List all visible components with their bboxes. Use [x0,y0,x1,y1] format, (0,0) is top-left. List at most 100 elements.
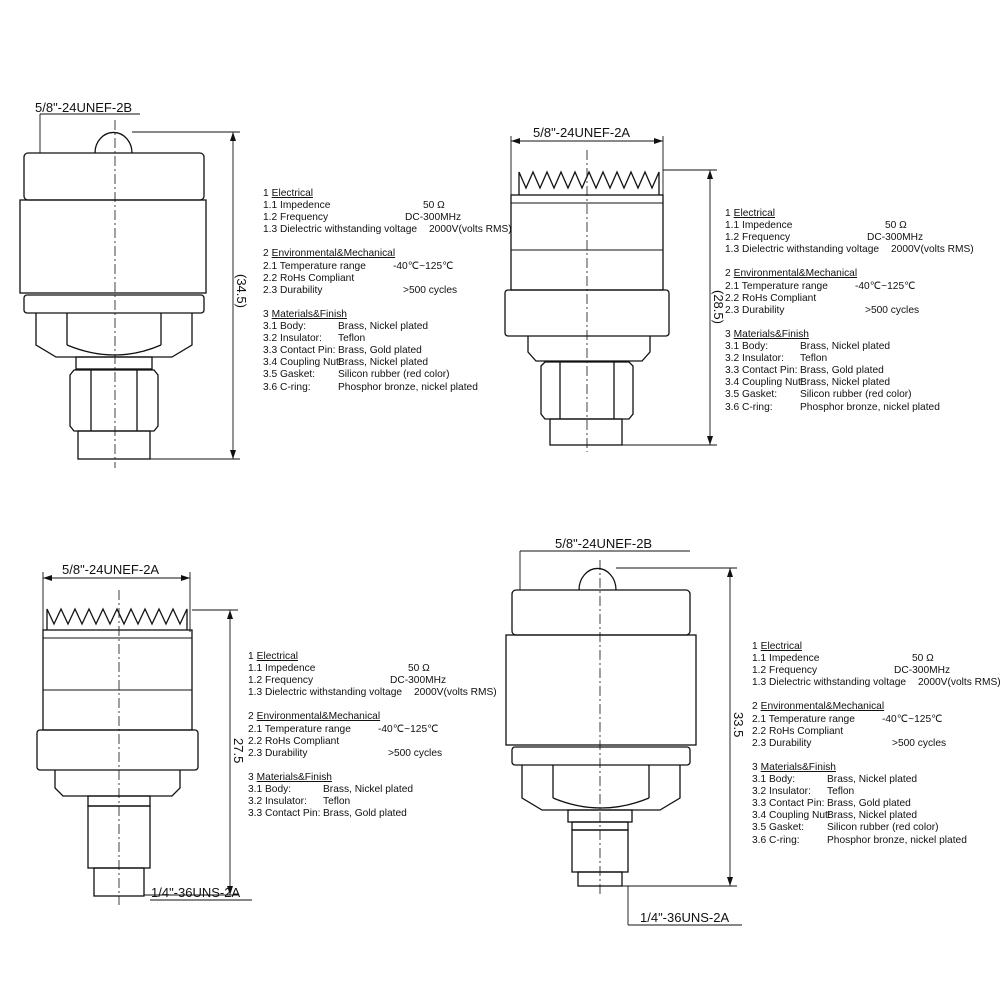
spec-label: 3.6 C-ring: [725,401,773,413]
spec-value: 50 Ω [912,653,934,665]
spec-value: DC-300MHz [894,665,951,677]
spec-label: 1.3 Dielectric withstanding voltage [725,244,880,256]
spec-label: 3.1 Body: [263,321,307,333]
section-title: Materials&Finish [760,761,836,773]
spec-label: 1.2 Frequency [752,665,818,677]
spec-label: 1.1 Impedence [725,220,793,232]
spec-value: 2000V(volts RMS) [414,687,497,699]
spec-row: 2.1 Temperature range-40℃~125℃ [248,723,439,736]
section-number: 1 [752,641,758,652]
spec-value: 50 Ω [885,220,907,232]
spec-row: 2.3 Durability>500 cycles [263,284,457,297]
spec-label: 2.3 Durability [263,284,323,296]
spec-label: 3.1 Body: [725,341,769,353]
spec-label: 3.2 Insulator: [263,333,322,345]
spec-row: 2.2 RoHs Compliant [248,736,402,748]
section-title: Environmental&Mechanical [760,701,885,713]
connector-drawing-1: 5/8"-24UNEF-2B (34.5) [19,100,249,468]
spec-row: 3.5 Gasket:Silicon rubber (red color) [752,822,939,834]
spec-row: 2.1 Temperature range -40℃~125℃ [725,280,916,293]
section-title: Electrical [256,651,298,662]
spec-value: Brass, Nickel plated [827,774,918,786]
spec-row: 3.6 C-ring:Phosphor bronze, nickel plate… [263,382,478,394]
spec-label: 3.5 Gasket: [752,822,805,834]
pin-thread-label: 1/4"-36UNS-2A [151,885,240,900]
spec-value: -40℃~125℃ [855,280,916,292]
spec-label: 3.4 Coupling Nut: [725,377,804,389]
length-dimension: (34.5) [234,274,249,308]
section-title: Electrical [271,188,313,199]
spec-value: 50 Ω [423,200,445,212]
spec-row: 3.1 Body:Brass, Nickel plated [248,784,413,796]
section-number: 3 [263,308,269,320]
spec-row: 1.1 Impedence 50 Ω [725,220,907,232]
spec-row: 3.5 Gasket:Silicon rubber (red color) [263,369,450,381]
section-number: 3 [248,771,254,783]
spec-label: 3.3 Contact Pin: [752,798,825,810]
length-dimension: 27.5 [231,738,246,763]
spec-value: Phosphor bronze, nickel plated [827,834,967,846]
spec-row: 3.4 Coupling Nut:Brass, Nickel plated [725,377,890,389]
spec-row: 1.1 Impedence 50 Ω [752,653,934,665]
section-number: 3 [725,328,731,340]
spec-label: 3.3 Contact Pin: [248,808,321,820]
spec-label: 2.3 Durability [752,737,812,749]
spec-label: 1.1 Impedence [752,653,820,665]
spec-value: Brass, Nickel plated [800,341,891,353]
spec-row: 2.2 RoHs Compliant [263,273,417,285]
section-number: 2 [725,268,731,280]
spec-value: Brass, Gold plated [827,798,911,810]
spec-label: 2.1 Temperature range [248,723,351,735]
section-title: Environmental&Mechanical [271,248,396,260]
spec-value: Brass, Gold plated [323,808,407,820]
section-title: Electrical [760,641,802,652]
spec-label: 1.3 Dielectric withstanding voltage [248,687,403,699]
spec-row: 2.2 RoHs Compliant [725,293,879,305]
spec-row: 3.2 Insulator:Teflon [752,786,906,798]
spec-label: 3.2 Insulator: [725,353,784,365]
spec-row: 3.1 Body:Brass, Nickel plated [752,774,917,786]
spec-label: 3.6 C-ring: [752,834,800,846]
connector-drawing-4: 5/8"-24UNEF-2B 33.5 1/4"-36UNS-2A [505,536,746,926]
spec-value: Phosphor bronze, nickel plated [338,381,478,393]
spec-value: Silicon rubber (red color) [800,389,912,401]
spec-label: 2.1 Temperature range [725,280,828,292]
spec-value: 2000V(volts RMS) [918,677,1000,689]
spec-value: Brass, Gold plated [338,345,422,357]
spec-label: 3.2 Insulator: [248,796,307,808]
spec-row: 3.2 Insulator:Teflon [725,353,879,365]
spec-label: 2.1 Temperature range [263,260,366,272]
section-number: 1 [263,188,269,199]
spec-label: 3.4 Coupling Nut: [263,357,342,369]
spec-label: 3.4 Coupling Nut: [752,810,831,822]
section-number: 2 [248,711,254,723]
length-dimension: (28.5) [711,290,726,324]
thread-label: 5/8"-24UNEF-2A [62,562,159,577]
section-title: Electrical [733,208,775,219]
thread-label: 5/8"-24UNEF-2B [35,100,132,115]
spec-row: 2.3 Durability>500 cycles [752,737,946,750]
spec-value: -40℃~125℃ [882,713,943,725]
spec-row: 3.2 Insulator:Teflon [248,796,402,808]
spec-row: 3.4 Coupling Nut:Brass, Nickel plated [263,357,428,369]
spec-row: 3.4 Coupling Nut:Brass, Nickel plated [752,810,917,822]
spec-row: 1.3 Dielectric withstanding voltage 2000V… [248,687,497,699]
spec-label: 3.3 Contact Pin: [725,365,798,377]
spec-label: 2.2 RoHs Compliant [752,725,844,737]
spec-value: 50 Ω [408,663,430,675]
spec-label: 1.1 Impedence [263,200,331,212]
spec-label: 1.2 Frequency [248,675,314,687]
spec-value: Teflon [338,333,366,345]
